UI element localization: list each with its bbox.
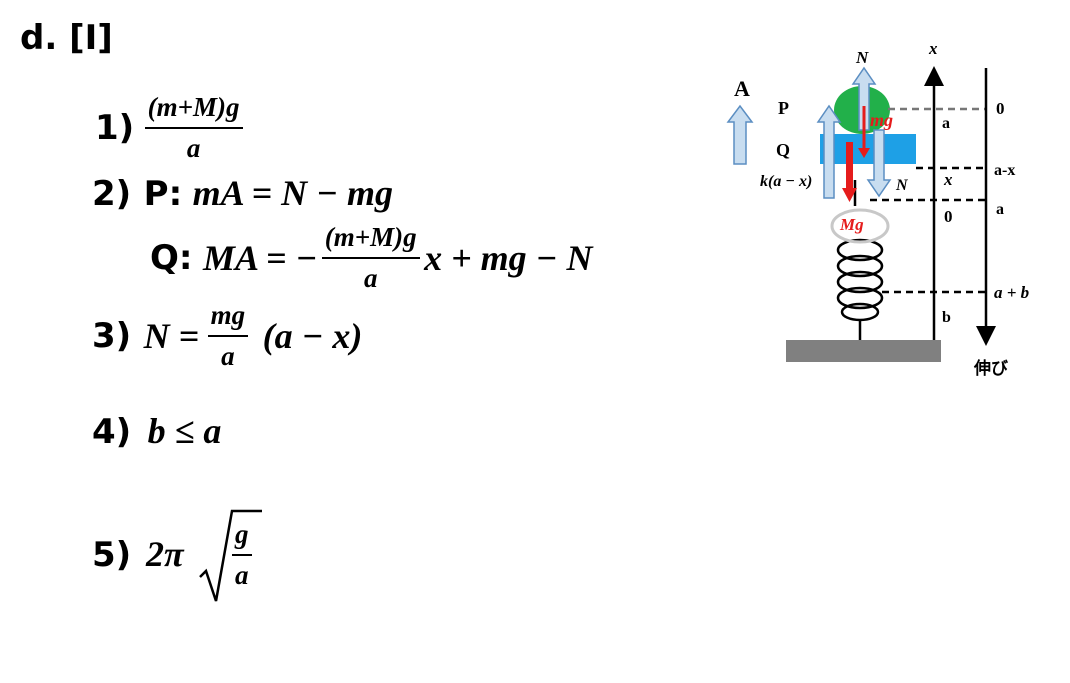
answer-2-p-equation: mA = N − mg xyxy=(192,173,393,213)
force-mg-arrowhead xyxy=(858,148,870,158)
answer-2-q-rhs: x + mg − N xyxy=(424,238,593,278)
answer-2-q-label: Q: xyxy=(150,238,193,278)
force-Mg-label: Mg xyxy=(839,215,864,234)
block-q-label: Q xyxy=(776,140,790,160)
block-p-label: P xyxy=(778,98,789,118)
ground xyxy=(786,340,941,362)
force-n-up-arrow xyxy=(851,66,877,131)
answer-2-q-numerator: (m+M)g xyxy=(321,222,420,259)
answer-2-q-fraction: (m+M)g a xyxy=(321,222,420,294)
radical-sign xyxy=(199,509,262,602)
answer-2-q: Q: MA = − (m+M)g a x + mg − N xyxy=(150,222,592,294)
spring-top-coil xyxy=(830,208,890,244)
answer-2-q-denominator: a xyxy=(363,263,378,293)
answer-3-denominator: a xyxy=(221,341,235,371)
answer-1-denominator: a xyxy=(186,133,201,163)
x-axis-zero-label: 0 xyxy=(944,207,953,226)
x-axis-a-label: a xyxy=(942,115,950,132)
stretch-a-label: a xyxy=(996,201,1004,218)
answer-5-denominator: a xyxy=(235,560,249,590)
answer-3-number: 3) xyxy=(92,316,132,356)
answer-3-rhs: (a − x) xyxy=(262,316,363,356)
stretch-a-plus-b-label: a + b xyxy=(994,283,1029,302)
x-axis-b-label: b xyxy=(942,309,951,326)
stretch-label: 伸び xyxy=(973,358,1008,378)
force-spring-label: k(a − x) xyxy=(760,173,812,190)
answer-3: 3) N = mg a (a − x) xyxy=(92,300,362,372)
answer-5-numerator: g xyxy=(232,519,252,556)
answer-3-lhs: N = xyxy=(143,316,200,356)
force-n-top-label: N xyxy=(855,48,869,67)
force-spring-arrow xyxy=(816,104,842,199)
answer-4: 4) b ≤ a xyxy=(92,410,221,452)
answer-2-p-label: P: xyxy=(143,174,183,214)
force-n-down-arrow xyxy=(866,129,892,198)
force-Mg-arrow xyxy=(846,142,853,192)
force-n-lower-label: N xyxy=(895,177,909,194)
answer-1-fraction: (m+M)g a xyxy=(144,92,243,164)
answer-5: 5) 2π g a xyxy=(92,505,332,605)
answer-5-number: 5) xyxy=(92,535,132,575)
stretch-a-minus-x-label: a-x xyxy=(994,162,1015,179)
answer-4-number: 4) xyxy=(92,412,132,452)
accel-label: A xyxy=(734,76,750,101)
force-mg-label: mg xyxy=(870,110,893,130)
spring xyxy=(836,180,884,340)
stretch-zero-label: 0 xyxy=(996,99,1005,118)
answer-5-coefficient: 2π xyxy=(146,534,184,574)
spring-diagram: A P Q Mg N mg k(a − x) N x a xyxy=(726,39,1029,378)
answer-1-numerator: (m+M)g xyxy=(144,92,243,129)
section-heading: d. [I] xyxy=(20,18,113,58)
answer-4-expression: b ≤ a xyxy=(147,411,222,451)
answer-2-p: 2) P: mA = N − mg xyxy=(92,172,393,214)
answer-2-number: 2) xyxy=(92,174,132,214)
x-axis-label: x xyxy=(928,39,938,58)
answer-3-numerator: mg xyxy=(207,300,249,337)
answer-2-q-lhs: MA = − xyxy=(202,238,318,278)
answer-5-radicand: g a xyxy=(232,519,252,591)
x-axis-x-label: x xyxy=(943,170,953,189)
accel-arrow xyxy=(726,104,754,165)
answer-1: 1) (m+M)g a xyxy=(95,92,243,164)
force-Mg-arrowhead xyxy=(842,188,857,202)
answer-1-number: 1) xyxy=(95,108,135,148)
answer-3-fraction: mg a xyxy=(207,300,249,372)
